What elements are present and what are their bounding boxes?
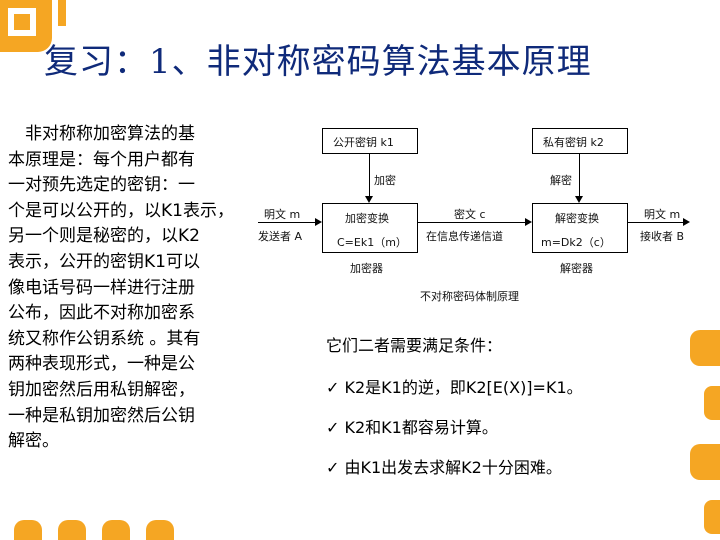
paragraph-line: 两种表现形式，一种是公 [8,354,195,375]
plaintext-out-arrow [628,222,684,223]
encryptor-label: 加密器 [350,262,383,275]
paragraph-line: 另一个则是秘密的，以K2 [8,226,200,247]
bottom-decor-2 [58,520,86,540]
page-title: 复习：1、非对称密码算法基本原理 [44,42,592,82]
encrypt-label: 加密 [374,174,396,187]
right-decor-1 [690,330,720,366]
paragraph-line: 本原理是：每个用户都有 [8,149,195,170]
paragraph-line: 一对预先选定的密钥：一 [8,175,195,196]
paragraph-line: 像电话号码一样进行注册 [8,277,195,298]
bottom-decor-4 [146,520,174,540]
description-paragraph: 非对称称加密算法的基 本原理是：每个用户都有 一对预先选定的密钥：一 个是可以公… [8,122,252,455]
paragraph-line: 公布，因此不对称加密系 [8,303,195,324]
plaintext-in-arrow [258,222,316,223]
public-key-label: 公开密钥 k1 [333,136,394,149]
arrow-head [365,196,373,203]
right-decor-2 [704,386,720,420]
sender-label: 发送者 A [258,230,303,243]
ciphertext-label: 密文 c [454,208,486,221]
condition-item: ✓ K2和K1都容易计算。 [326,418,498,437]
top-left-square [8,8,36,36]
paragraph-line: 表示，公开的密钥K1可以 [8,251,200,272]
condition-item: ✓ K2是K1的逆，即K2[E(X)]=K1。 [326,378,583,397]
private-key-label: 私有密钥 k2 [543,136,604,149]
private-key-arrow [579,154,580,198]
decrypt-box: 解密变换 m=Dk2（c） [532,203,628,253]
channel-label: 在信息传递信道 [426,230,503,243]
paragraph-line: 一种是私钥加密然后公钥 [8,405,195,426]
private-key-box: 私有密钥 k2 [532,128,628,154]
plaintext-in-label: 明文 m [264,208,301,221]
condition-item: ✓ 由K1出发去求解K2十分困难。 [326,458,562,477]
bottom-decor-3 [102,520,130,540]
paragraph-line: 解密。 [8,431,59,452]
paragraph-line: 钥加密然后用私钥解密， [8,379,195,400]
arrow-head [575,196,583,203]
encrypt-formula: C=Ek1（m） [337,236,407,249]
decrypt-formula: m=Dk2（c） [541,236,611,249]
right-decor-3 [690,444,720,480]
paragraph-line: 统又称作公钥系统 。其有 [8,328,201,349]
paragraph-line: 个是可以公开的，以K1表示， [8,200,234,221]
bottom-decor-1 [14,520,42,540]
encrypt-box-title: 加密变换 [345,212,389,225]
decrypt-box-title: 解密变换 [555,212,599,225]
paragraph-line: 非对称称加密算法的基 [8,124,195,144]
arrow-head [525,218,532,226]
encrypt-box: 加密变换 C=Ek1（m） [322,203,418,253]
decryptor-label: 解密器 [560,262,593,275]
diagram-caption: 不对称密码体制原理 [420,290,519,303]
top-left-decor-2 [58,0,66,26]
receiver-label: 接收者 B [640,230,685,243]
public-key-arrow [369,154,370,198]
conditions-heading: 它们二者需要满足条件： [326,336,503,355]
arrow-head [683,218,690,226]
plaintext-out-label: 明文 m [644,208,681,221]
arrow-head [315,218,322,226]
right-decor-4 [704,500,720,534]
public-key-box: 公开密钥 k1 [322,128,418,154]
ciphertext-arrow [418,222,526,223]
decrypt-label: 解密 [550,174,572,187]
